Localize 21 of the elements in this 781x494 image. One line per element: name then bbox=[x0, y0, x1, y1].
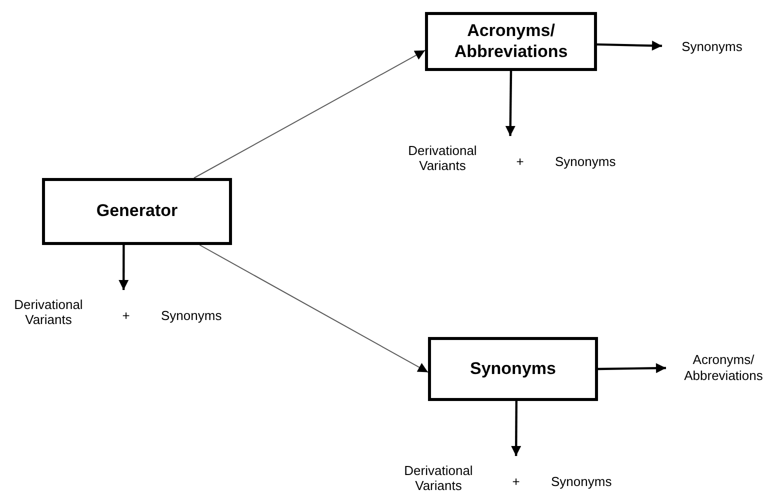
arrow bbox=[598, 363, 666, 374]
term-label: Synonyms bbox=[682, 39, 742, 55]
term-label: Synonyms bbox=[555, 154, 617, 172]
arrow bbox=[194, 50, 426, 178]
term-label: Synonyms bbox=[161, 308, 223, 326]
arrow bbox=[199, 244, 428, 373]
arrow bbox=[118, 245, 129, 290]
term-label: Derivational Variants bbox=[403, 462, 474, 494]
term-label: Derivational Variants bbox=[13, 296, 84, 328]
plus-sign: + bbox=[511, 474, 521, 492]
process-box: Acronyms/ Abbreviations bbox=[425, 12, 597, 71]
term-label: Derivational Variants bbox=[407, 142, 478, 174]
process-box: Synonyms bbox=[428, 337, 598, 401]
arrow bbox=[596, 40, 662, 51]
plus-sign: + bbox=[515, 154, 525, 172]
term-label: Acronyms/ Abbreviations bbox=[683, 352, 764, 384]
term-label: Synonyms bbox=[551, 474, 613, 492]
plus-sign: + bbox=[121, 308, 131, 326]
arrow bbox=[505, 70, 516, 136]
process-box: Generator bbox=[42, 178, 232, 245]
arrow bbox=[511, 401, 522, 456]
